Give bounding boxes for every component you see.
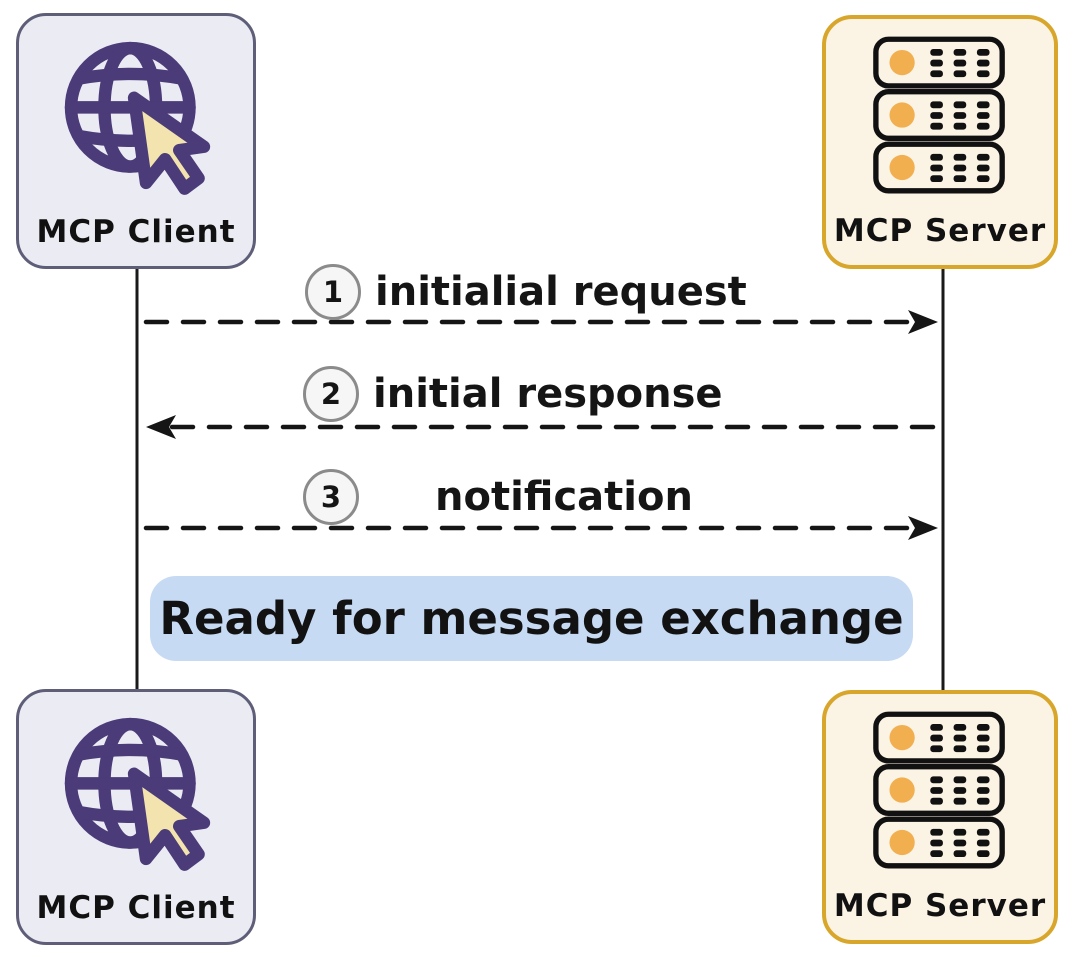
node-mcp-server-top: MCP Server xyxy=(822,15,1058,269)
node-label-server-top: MCP Server xyxy=(833,213,1047,249)
node-label-client-top: MCP Client xyxy=(36,214,236,250)
message-1-arrowhead-right xyxy=(908,310,938,334)
server-icon-wrap xyxy=(872,19,1008,213)
globe-with-cursor-icon xyxy=(64,717,211,871)
node-mcp-client-bottom: MCP Client xyxy=(16,689,256,945)
message-3-row: 3 notification xyxy=(303,469,693,525)
node-mcp-server-bottom: MCP Server xyxy=(822,690,1058,944)
client-icon-wrap xyxy=(50,692,222,890)
server-rack-icon xyxy=(873,711,1005,869)
message-3-number-badge: 3 xyxy=(303,469,359,525)
node-mcp-client-top: MCP Client xyxy=(16,13,256,269)
client-icon-wrap xyxy=(50,16,222,214)
server-rack-icon xyxy=(873,36,1005,194)
message-1-number-badge: 1 xyxy=(305,264,361,320)
message-2-label: initial response xyxy=(373,371,723,417)
message-2-number-badge: 2 xyxy=(303,366,359,422)
message-3-label: notification xyxy=(435,474,693,520)
node-label-server-bottom: MCP Server xyxy=(833,888,1047,924)
message-1-label: initialial request xyxy=(375,269,747,315)
server-icon-wrap xyxy=(872,694,1008,888)
globe-with-cursor-icon xyxy=(64,41,211,195)
message-2-row: 2 initial response xyxy=(303,366,723,422)
ready-banner: Ready for message exchange xyxy=(150,576,913,661)
message-2-arrowhead-left xyxy=(146,415,176,439)
message-3-arrowhead-right xyxy=(908,516,938,540)
node-label-client-bottom: MCP Client xyxy=(36,890,236,926)
message-1-row: 1 initialial request xyxy=(305,264,747,320)
